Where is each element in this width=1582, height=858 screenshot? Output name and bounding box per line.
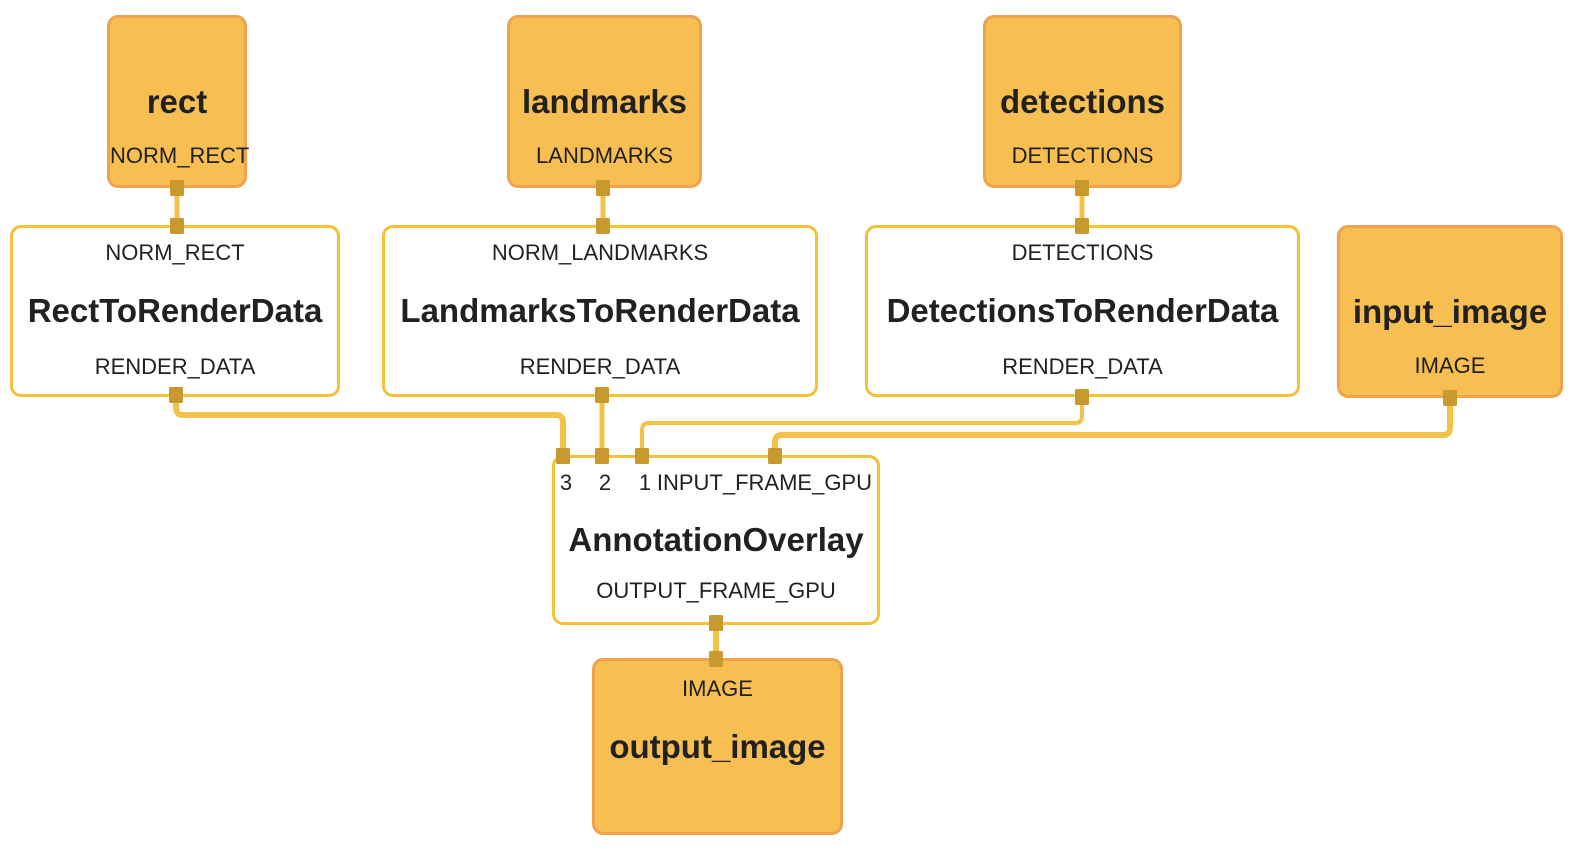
node-input-image-port-label: IMAGE bbox=[1414, 353, 1486, 378]
node-output-image[interactable]: IMAGE output_image bbox=[592, 658, 843, 835]
node-rect[interactable]: rect NORM_RECT bbox=[107, 15, 250, 188]
node-output-image-port-label: IMAGE bbox=[682, 676, 753, 701]
node-rect-to-render-data-title: RectToRenderData bbox=[27, 292, 323, 329]
edge-detectionstorenderdata-to-annotationoverlay-port1 bbox=[640, 392, 1084, 455]
node-landmarks-title: landmarks bbox=[521, 82, 688, 120]
node-rect-port-label: NORM_RECT bbox=[110, 143, 250, 168]
node-detections-to-render-data-title: DetectionsToRenderData bbox=[886, 292, 1279, 329]
node-detections-to-render-data[interactable]: DETECTIONS DetectionsToRenderData RENDER… bbox=[865, 225, 1300, 397]
node-rect-to-render-data[interactable]: NORM_RECT RectToRenderData RENDER_DATA bbox=[10, 225, 340, 397]
node-rect-to-render-data-input-label: NORM_RECT bbox=[105, 240, 245, 265]
node-landmarks-to-render-data[interactable]: NORM_LANDMARKS LandmarksToRenderData REN… bbox=[382, 225, 818, 397]
node-detections-to-render-data-output-label: RENDER_DATA bbox=[1002, 354, 1163, 379]
node-landmarks[interactable]: landmarks LANDMARKS bbox=[507, 15, 702, 188]
annotation-overlay-input-port-2-label: 2 bbox=[598, 470, 612, 495]
node-output-image-title: output_image bbox=[609, 727, 826, 765]
node-annotation-overlay[interactable]: 3 2 1 INPUT_FRAME_GPU AnnotationOverlay … bbox=[552, 455, 880, 625]
node-annotation-overlay-title: AnnotationOverlay bbox=[568, 521, 864, 558]
node-rect-title: rect bbox=[146, 82, 208, 120]
annotation-overlay-input-frame-label: INPUT_FRAME_GPU bbox=[656, 470, 872, 495]
node-landmarks-to-render-data-input-label: NORM_LANDMARKS bbox=[491, 240, 709, 265]
node-landmarks-to-render-data-title: LandmarksToRenderData bbox=[400, 292, 800, 329]
edge-inputimage-to-annotationoverlay-inputframe bbox=[772, 392, 1453, 455]
node-detections[interactable]: detections DETECTIONS bbox=[983, 15, 1182, 188]
node-landmarks-to-render-data-output-label: RENDER_DATA bbox=[519, 354, 681, 379]
node-annotation-overlay-output-label: OUTPUT_FRAME_GPU bbox=[596, 578, 836, 603]
node-detections-title: detections bbox=[999, 82, 1166, 120]
node-detections-port-label: DETECTIONS bbox=[1011, 143, 1154, 168]
node-landmarks-port-label: LANDMARKS bbox=[536, 143, 673, 168]
node-input-image[interactable]: input_image IMAGE bbox=[1337, 225, 1563, 398]
annotation-overlay-input-port-3-label: 3 bbox=[559, 470, 573, 495]
node-detections-to-render-data-input-label: DETECTIONS bbox=[1011, 240, 1154, 265]
edge-recttorenderdata-to-annotationoverlay-port3 bbox=[173, 390, 566, 455]
annotation-overlay-input-port-1-label: 1 bbox=[638, 470, 652, 495]
node-rect-to-render-data-output-label: RENDER_DATA bbox=[94, 354, 256, 379]
node-input-image-title: input_image bbox=[1352, 292, 1548, 330]
